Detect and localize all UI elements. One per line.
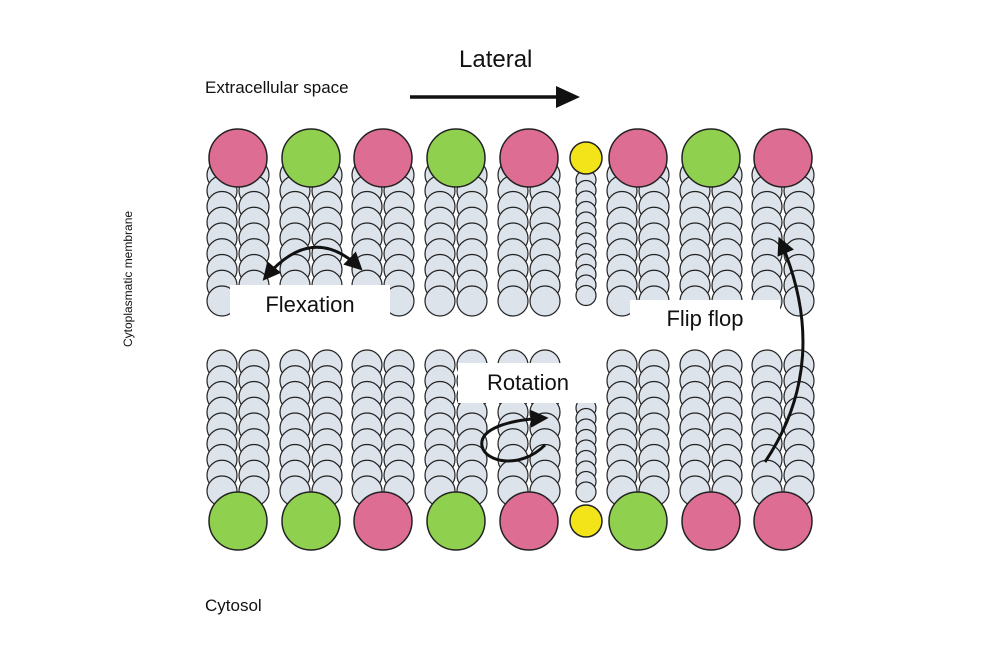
upper-head-pink <box>608 128 668 188</box>
lipid-tail <box>575 169 597 307</box>
lipid-tail <box>424 349 456 507</box>
lipid-tail <box>238 349 270 507</box>
lipid-tail <box>575 397 597 503</box>
upper-head-pink <box>499 128 559 188</box>
lipid-tail <box>206 159 238 317</box>
lower-head-green <box>281 491 341 551</box>
lower-head-pink <box>681 491 741 551</box>
flexation-arrow <box>262 245 363 281</box>
lipid-tail <box>206 349 238 507</box>
upper-head-pink <box>353 128 413 188</box>
extracellular-space-label: Extracellular space <box>205 78 349 97</box>
lateral-label: Lateral <box>459 46 533 73</box>
tail-segment <box>456 285 488 317</box>
lateral-arrow <box>410 86 580 108</box>
lipid-tail <box>456 159 488 317</box>
lipid-tail <box>711 349 743 507</box>
flip-flop-label: Flip flop <box>630 300 780 338</box>
flexation-label: Flexation <box>230 285 390 325</box>
tail-segment <box>575 284 597 307</box>
tail-segment <box>497 285 529 317</box>
lower-head-green <box>208 491 268 551</box>
tail-segment <box>575 481 597 503</box>
upper-head-yellow <box>569 141 603 175</box>
rotation-arrow <box>480 409 549 463</box>
tail-segment <box>424 285 456 317</box>
flip-flop-arrow <box>763 236 805 463</box>
cytosol-label: Cytosol <box>205 596 262 615</box>
lipid-tail <box>311 349 343 507</box>
upper-head-green <box>681 128 741 188</box>
lower-head-pink <box>499 491 559 551</box>
lower-head-yellow <box>569 504 603 538</box>
upper-head-green <box>281 128 341 188</box>
lipid-tail <box>383 159 415 317</box>
upper-head-green <box>426 128 486 188</box>
lower-head-pink <box>353 491 413 551</box>
lower-head-green <box>608 491 668 551</box>
upper-head-pink <box>208 128 268 188</box>
lower-head-pink <box>753 491 813 551</box>
lipid-tail <box>351 349 383 507</box>
upper-head-pink <box>753 128 813 188</box>
lipid-tail <box>679 349 711 507</box>
tail-segment <box>529 285 561 317</box>
rotation-label: Rotation <box>458 363 598 403</box>
lower-head-green <box>426 491 486 551</box>
